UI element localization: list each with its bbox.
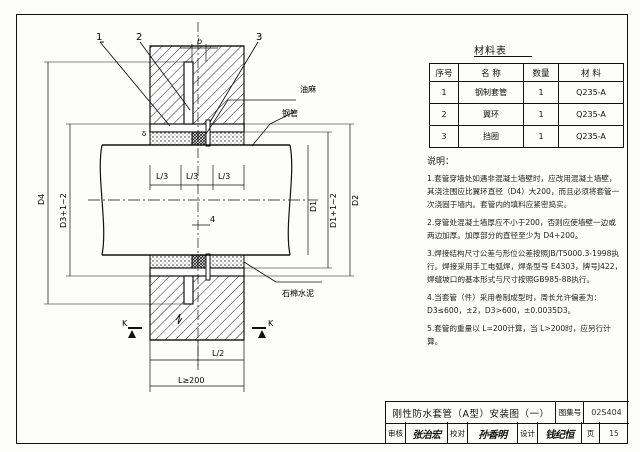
table-row: 2 翼环 1 Q235-A <box>429 103 624 126</box>
col-no: 序号 <box>429 63 459 82</box>
dim-D4: D4 <box>37 194 46 205</box>
cell-material: Q235-A <box>558 125 624 148</box>
dim-b: b <box>197 37 202 46</box>
note-item: 2.穿管处混凝土墙厚应不小于200，否则应使墙壁一边或两边加厚。加厚部分的直径至… <box>427 218 616 240</box>
drawing-title: 刚性防水套管（A型）安装图（一） <box>385 401 556 424</box>
section-mark-k-left: K <box>122 319 128 328</box>
review-signature: 张治宏 <box>405 422 447 444</box>
materials-table: 序号 名 称 数量 材 料 1 钢制套管 1 Q235-A 2 翼环 1 Q23… <box>429 63 624 148</box>
table-row: 3 挡圈 1 Q235-A <box>429 125 624 148</box>
check-label: 校对 <box>447 422 467 444</box>
note-item: 5.套管的重量以 L=200计算，当 L>200时，应另行计算。 <box>427 324 611 346</box>
label-steel-pipe: 钢管 <box>282 108 298 118</box>
label-asbestos-cement: 石棉水泥 <box>282 288 314 298</box>
note-item: 3.焊接结构尺寸公差与形位公差按照JB/T5000.3-1998执行。焊接采用手… <box>427 249 623 284</box>
cell-name: 挡圈 <box>458 125 524 148</box>
col-material: 材 料 <box>558 63 624 82</box>
table-row: 1 钢制套管 1 Q235-A <box>429 81 624 104</box>
set-number-label: 图集号 <box>555 401 584 424</box>
callout-2: 2 <box>136 32 142 43</box>
dim-L2: L/2 <box>212 349 224 358</box>
cell-qty: 1 <box>523 81 559 104</box>
dim-D2: D2 <box>351 195 360 206</box>
sleeve-top <box>149 123 245 133</box>
note-item: 1.套管穿墙处如遇非混凝土墙壁时，应改用混凝土墙壁，其浇注围应比翼环直径（D4）… <box>427 174 620 209</box>
label-oil-hemp: 油麻 <box>300 84 316 94</box>
dim-L3-1: L/3 <box>156 172 168 181</box>
dim-delta: δ <box>142 130 146 138</box>
design-signature: 钱纪恒 <box>537 422 581 444</box>
cell-no: 3 <box>429 125 459 148</box>
sheet-border <box>16 14 628 444</box>
dim-4: 4 <box>210 215 215 224</box>
col-name: 名 称 <box>458 63 524 82</box>
callout-3: 3 <box>256 32 262 43</box>
wall-lower <box>149 274 245 341</box>
oil-hemp-top <box>191 131 207 146</box>
materials-title-underline <box>474 56 532 57</box>
check-signature: 孙香明 <box>467 422 517 444</box>
materials-title: 材料表 <box>474 46 507 57</box>
page-label: 页 <box>581 422 599 444</box>
callout-1: 1 <box>96 32 102 43</box>
dim-L3-3: L/3 <box>218 172 230 181</box>
col-qty: 数量 <box>523 63 559 82</box>
notes-heading: 说明： <box>427 157 455 167</box>
cell-material: Q235-A <box>558 81 624 104</box>
page-number: 15 <box>599 422 628 444</box>
set-number: 02S404 <box>583 401 629 424</box>
cell-no: 2 <box>429 103 459 126</box>
cell-no: 1 <box>429 81 459 104</box>
wing-ring-bottom <box>183 275 194 305</box>
design-label: 设计 <box>517 422 537 444</box>
dim-L3-2: L/3 <box>186 172 198 181</box>
cell-name: 钢制套管 <box>458 81 524 104</box>
steel-pipe <box>102 144 290 256</box>
cell-name: 翼环 <box>458 103 524 126</box>
title-block: 刚性防水套管（A型）安装图（一） 图集号 02S404 审核 张治宏 校对 孙香… <box>385 401 629 444</box>
dim-Lmin: L≥200 <box>178 376 204 385</box>
cell-qty: 1 <box>523 125 559 148</box>
dim-D1: D1 <box>309 201 318 212</box>
dim-D1b: D1+1~2 <box>329 193 338 228</box>
notes: 说明： 1.套管穿墙处如遇非混凝土墙壁时，应改用混凝土墙壁，其浇注围应比翼环直径… <box>427 156 623 353</box>
cell-qty: 1 <box>523 103 559 126</box>
signature-row: 审核 张治宏 校对 孙香明 设计 钱纪恒 页 15 <box>369 422 628 444</box>
dim-D3: D3+1~2 <box>59 193 68 228</box>
review-label: 审核 <box>385 422 405 444</box>
materials-header-row: 序号 名 称 数量 材 料 <box>429 63 624 82</box>
sleeve-bottom <box>149 267 245 277</box>
cell-material: Q235-A <box>558 103 624 126</box>
wing-ring-top <box>183 61 194 125</box>
note-item: 4.当套管（件）采用卷制成型时，周长允许偏差为：D3≤600，±2，D3>600… <box>427 293 602 315</box>
section-mark-k-right: K <box>268 319 274 328</box>
